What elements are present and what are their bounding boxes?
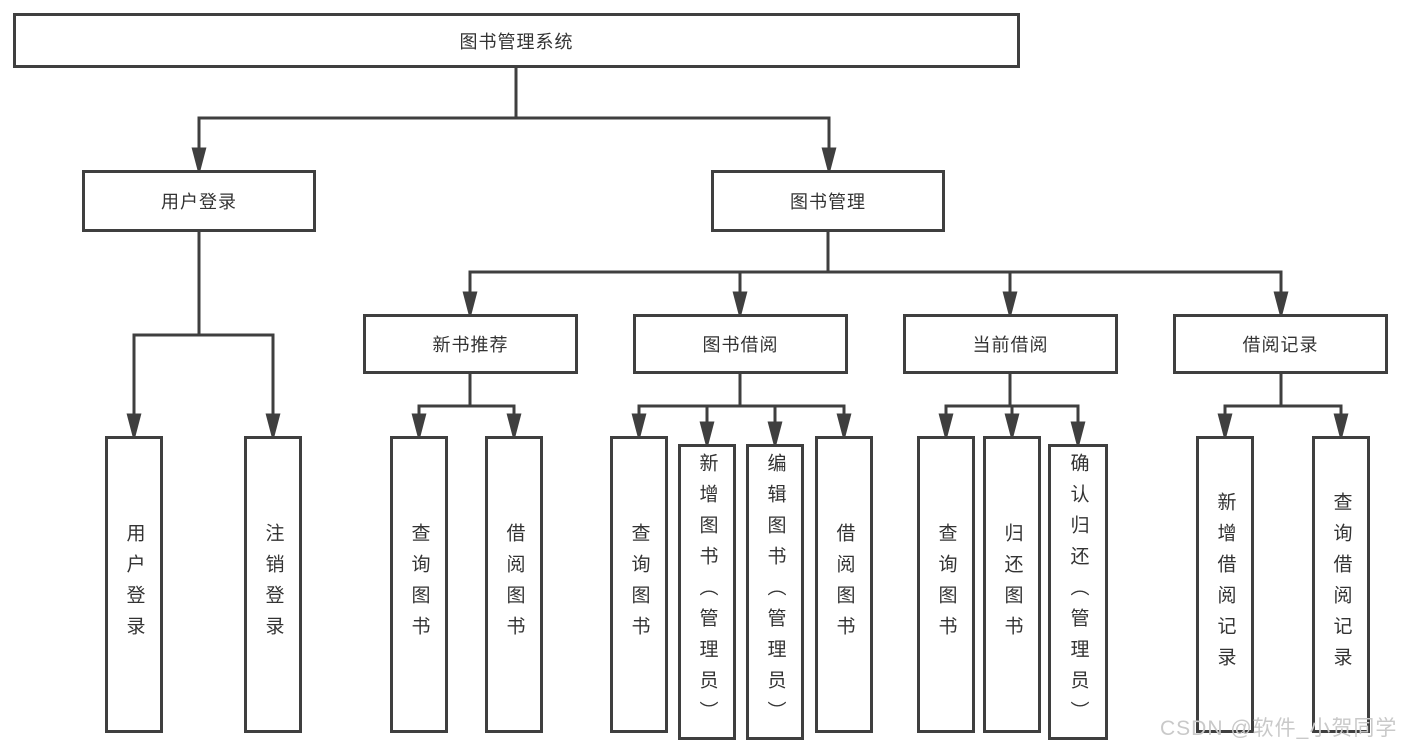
node-book-borrow-label: 图书借阅 (702, 335, 779, 355)
leaf-borrow-query-label: 查询图书 (628, 522, 650, 647)
node-borrow-records: 借阅记录 (1173, 314, 1388, 374)
leaf-newbook-borrow: 借阅图书 (485, 436, 543, 733)
leaf-borrow-add-admin: 新增图书（管理员） (678, 444, 736, 740)
node-root: 图书管理系统 (13, 13, 1020, 68)
leaf-record-query: 查询借阅记录 (1312, 436, 1370, 733)
node-current-borrow-label: 当前借阅 (972, 335, 1049, 355)
node-current-borrow: 当前借阅 (903, 314, 1118, 374)
leaf-borrow-query: 查询图书 (610, 436, 668, 733)
node-user-login: 用户登录 (82, 170, 316, 232)
node-book-management: 图书管理 (711, 170, 945, 232)
leaf-current-query: 查询图书 (917, 436, 975, 733)
leaf-current-return-label: 归还图书 (1001, 522, 1023, 647)
leaf-logout-label: 注销登录 (262, 522, 284, 647)
leaf-current-query-label: 查询图书 (935, 522, 957, 647)
leaf-newbook-borrow-label: 借阅图书 (503, 522, 525, 647)
leaf-newbook-query-label: 查询图书 (408, 522, 430, 647)
node-book-borrow: 图书借阅 (633, 314, 848, 374)
leaf-newbook-query: 查询图书 (390, 436, 448, 733)
leaf-borrow-book-label: 借阅图书 (833, 522, 855, 647)
node-borrow-records-label: 借阅记录 (1242, 335, 1319, 355)
leaf-current-confirm-admin-label: 确认归还（管理员） (1067, 452, 1089, 732)
node-new-book-recommend-label: 新书推荐 (432, 335, 509, 355)
leaf-borrow-add-admin-label: 新增图书（管理员） (696, 452, 718, 732)
leaf-current-confirm-admin: 确认归还（管理员） (1048, 444, 1108, 740)
leaf-borrow-book: 借阅图书 (815, 436, 873, 733)
leaf-record-add: 新增借阅记录 (1196, 436, 1254, 733)
csdn-watermark: CSDN @软件_小贺同学 (1160, 717, 1398, 740)
node-root-label: 图书管理系统 (459, 31, 574, 52)
leaf-logout: 注销登录 (244, 436, 302, 733)
leaf-borrow-edit-admin: 编辑图书（管理员） (746, 444, 804, 740)
leaf-record-add-label: 新增借阅记录 (1214, 491, 1236, 678)
leaf-borrow-edit-admin-label: 编辑图书（管理员） (764, 452, 786, 732)
node-user-login-label: 用户登录 (161, 192, 237, 212)
node-book-management-label: 图书管理 (790, 192, 866, 212)
leaf-user-login-label: 用户登录 (123, 522, 145, 647)
node-new-book-recommend: 新书推荐 (363, 314, 578, 374)
leaf-user-login: 用户登录 (105, 436, 163, 733)
leaf-current-return: 归还图书 (983, 436, 1041, 733)
leaf-record-query-label: 查询借阅记录 (1330, 491, 1352, 678)
